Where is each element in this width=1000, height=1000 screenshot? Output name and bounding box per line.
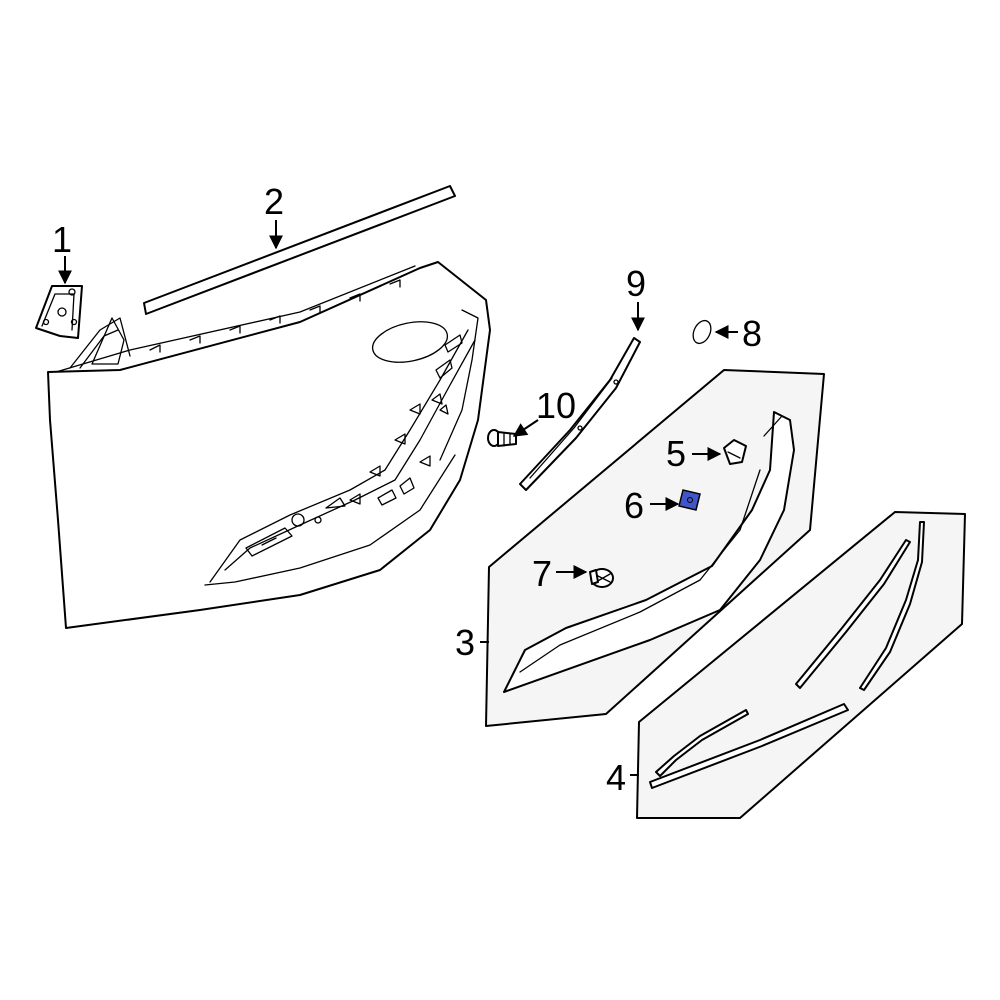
leader-10 <box>512 419 539 437</box>
callout-3: 3 <box>455 622 475 663</box>
callout-1: 1 <box>52 219 72 260</box>
part-8-grommet[interactable] <box>690 318 715 347</box>
part-4-weatherstrip-set[interactable] <box>636 511 966 819</box>
callout-6: 6 <box>624 485 644 526</box>
callout-10: 10 <box>536 385 576 426</box>
callout-2: 2 <box>264 181 284 222</box>
callout-7: 7 <box>532 553 552 594</box>
callout-4: 4 <box>606 757 626 798</box>
part-10-pin-fastener[interactable] <box>487 429 517 447</box>
part-2-belt-molding[interactable] <box>143 185 456 315</box>
part-6-retainer-highlighted[interactable] <box>678 489 701 511</box>
door-shell[interactable] <box>47 261 491 629</box>
part-7-push-clip[interactable] <box>589 568 614 588</box>
callout-8: 8 <box>742 313 762 354</box>
callout-9: 9 <box>626 263 646 304</box>
part-1-corner-bracket[interactable] <box>35 285 83 339</box>
callout-5: 5 <box>666 433 686 474</box>
part-9-channel-strip[interactable] <box>519 337 641 491</box>
part-5-clip[interactable] <box>723 439 747 465</box>
